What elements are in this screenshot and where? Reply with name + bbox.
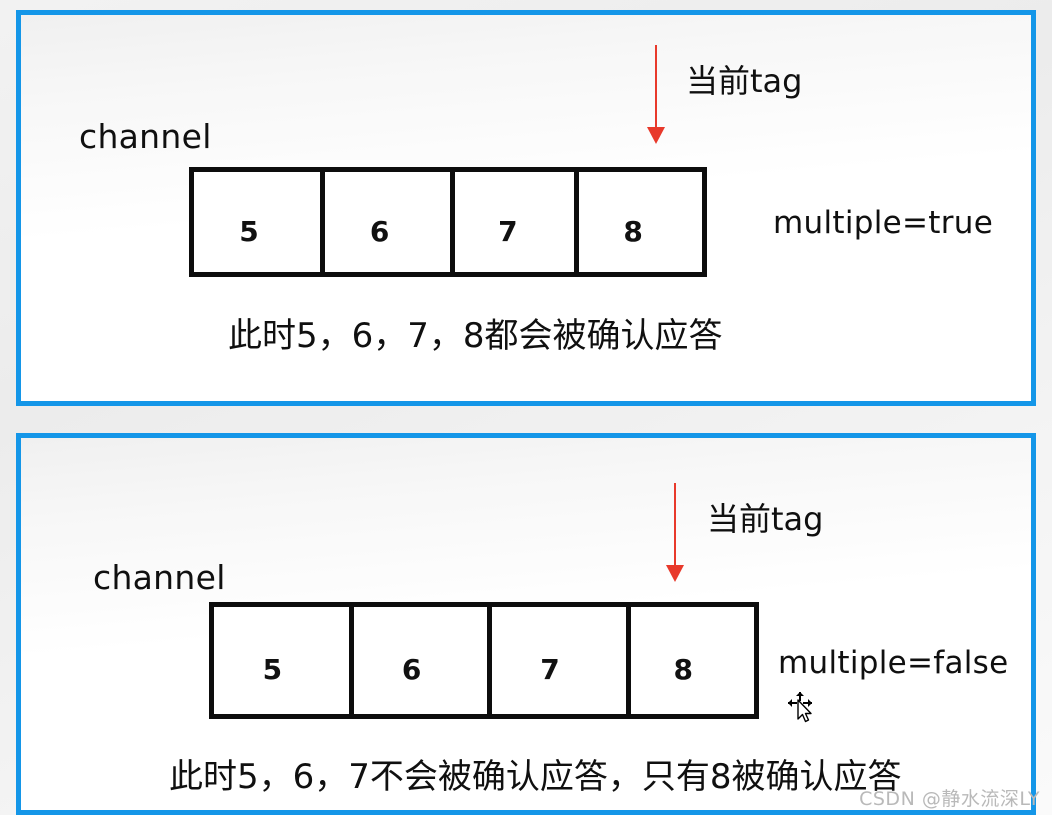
channel-cell[interactable]: 5 <box>214 607 354 714</box>
panel-caption: 此时5，6，7不会被确认应答，只有8被确认应答 <box>169 757 902 797</box>
current-tag-label: 当前tag <box>686 62 803 100</box>
cell-value: 5 <box>239 215 259 248</box>
channel-strip: 5 6 7 8 <box>209 602 759 719</box>
csdn-watermark: CSDN @静水流深LY <box>859 788 1040 810</box>
channel-cell[interactable]: 6 <box>324 172 456 272</box>
cell-value: 7 <box>498 215 518 248</box>
cell-value: 6 <box>369 215 390 248</box>
cell-value: 6 <box>401 653 422 687</box>
channel-label: channel <box>79 117 212 156</box>
arrow-shaft <box>674 483 676 565</box>
arrow-head <box>647 127 665 144</box>
channel-cell[interactable]: 6 <box>354 607 492 714</box>
current-tag-arrow <box>645 45 667 144</box>
current-tag-arrow <box>664 483 686 582</box>
cell-value: 8 <box>673 653 693 687</box>
panel-multiple-false: 当前tag channel 5 6 7 8 multiple=false 此时5… <box>16 433 1036 815</box>
channel-strip: 5 6 7 8 <box>189 167 707 277</box>
arrow-head <box>666 565 684 582</box>
channel-label: channel <box>93 558 226 597</box>
channel-cell[interactable]: 7 <box>492 607 631 714</box>
channel-cell[interactable]: 7 <box>455 172 580 272</box>
mode-label: multiple=false <box>778 645 1009 681</box>
move-cursor <box>788 692 818 724</box>
panel-multiple-true: 当前tag channel 5 6 7 8 multiple=true 此时5，… <box>16 10 1036 406</box>
mode-label: multiple=true <box>773 205 994 241</box>
current-tag-label: 当前tag <box>707 500 824 538</box>
arrow-shaft <box>655 45 657 127</box>
channel-cell[interactable]: 8 <box>579 172 702 272</box>
cell-value: 5 <box>262 653 283 687</box>
channel-cell[interactable]: 5 <box>194 172 325 272</box>
panel-caption: 此时5，6，7，8都会被确认应答 <box>228 316 723 356</box>
cell-value: 7 <box>540 653 560 687</box>
channel-cell[interactable]: 8 <box>631 607 749 714</box>
cell-value: 8 <box>623 215 643 248</box>
